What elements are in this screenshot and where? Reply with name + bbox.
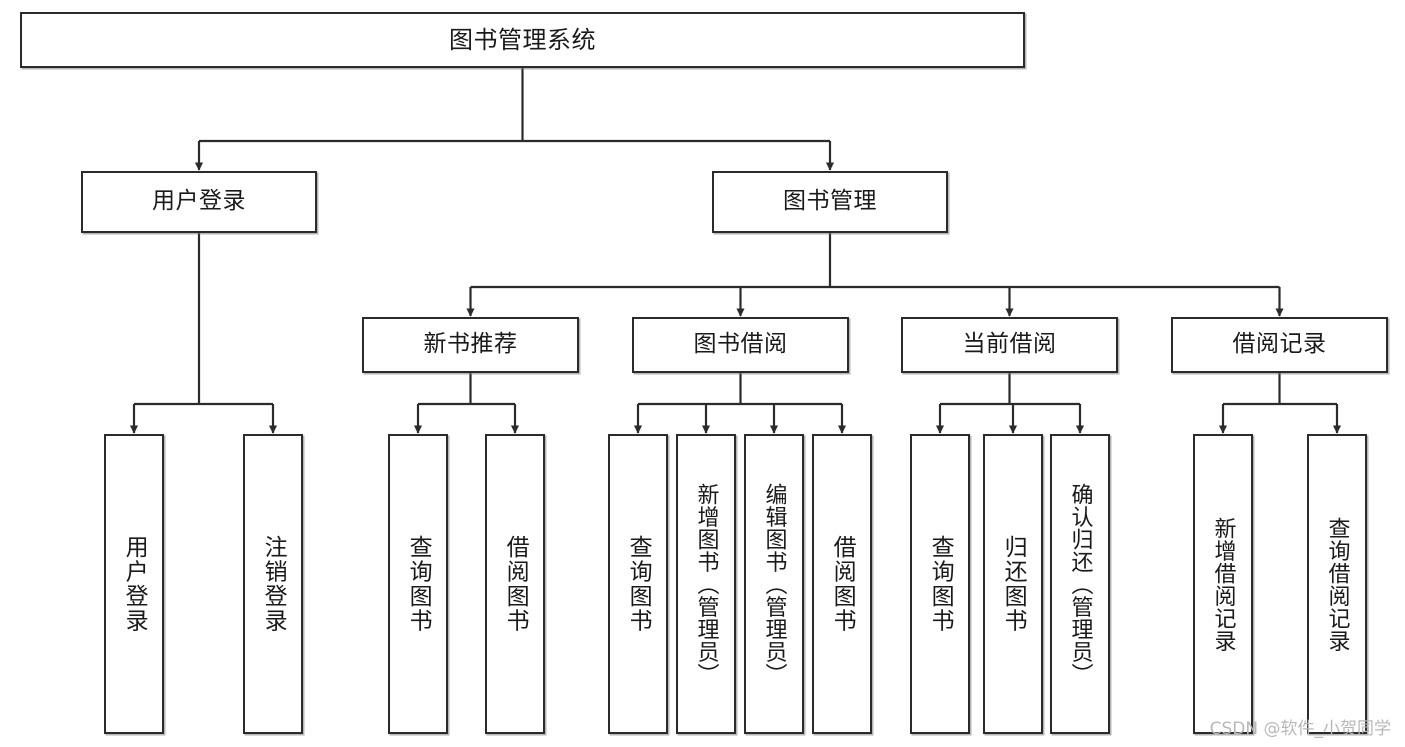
node-label: 确认归还（管理员） <box>1067 482 1093 686</box>
node-label: 借阅图书 <box>502 535 529 633</box>
node-leaf-bb-borrow[interactable]: 借阅图书 <box>812 434 872 734</box>
node-label: 查询图书 <box>625 535 652 633</box>
node-label: 当前借阅 <box>962 331 1057 358</box>
node-label: 图书管理 <box>783 188 877 215</box>
node-label: 图书借阅 <box>693 331 788 358</box>
node-label: 借阅图书 <box>829 535 856 633</box>
node-leaf-rec-borrow[interactable]: 借阅图书 <box>485 434 545 734</box>
node-label: 编辑图书（管理员） <box>761 482 787 686</box>
node-leaf-bb-add[interactable]: 新增图书（管理员） <box>676 434 736 734</box>
node-label: 图书管理系统 <box>449 25 596 54</box>
node-leaf-user-login[interactable]: 用户登录 <box>104 434 164 734</box>
node-leaf-cb-return[interactable]: 归还图书 <box>983 434 1043 734</box>
node-leaf-br-query[interactable]: 查询借阅记录 <box>1307 434 1367 734</box>
node-root[interactable]: 图书管理系统 <box>20 12 1025 68</box>
node-label: 查询图书 <box>927 535 954 633</box>
node-borrow-record[interactable]: 借阅记录 <box>1171 317 1388 373</box>
node-leaf-cb-confirm[interactable]: 确认归还（管理员） <box>1050 434 1110 734</box>
node-leaf-cb-query[interactable]: 查询图书 <box>910 434 970 734</box>
node-label: 借阅记录 <box>1232 331 1327 358</box>
node-leaf-user-logout[interactable]: 注销登录 <box>243 434 303 734</box>
node-label: 新增图书（管理员） <box>693 482 719 686</box>
node-leaf-rec-query[interactable]: 查询图书 <box>388 434 448 734</box>
node-label: 查询图书 <box>405 535 432 633</box>
node-leaf-bb-query[interactable]: 查询图书 <box>608 434 668 734</box>
node-label: 查询借阅记录 <box>1324 516 1350 652</box>
node-label: 新书推荐 <box>423 331 518 358</box>
node-current-borrow[interactable]: 当前借阅 <box>901 317 1118 373</box>
node-new-book-rec[interactable]: 新书推荐 <box>362 317 579 373</box>
node-user-login[interactable]: 用户登录 <box>81 171 317 233</box>
node-label: 新增借阅记录 <box>1210 516 1236 652</box>
watermark: CSDN @软件_小贺同学 <box>1209 719 1391 739</box>
node-label: 归还图书 <box>1000 535 1027 633</box>
node-leaf-bb-edit[interactable]: 编辑图书（管理员） <box>744 434 804 734</box>
node-label: 用户登录 <box>152 188 246 215</box>
node-book-borrow[interactable]: 图书借阅 <box>632 317 849 373</box>
node-label: 注销登录 <box>260 535 287 633</box>
node-label: 用户登录 <box>121 535 148 633</box>
node-book-manage[interactable]: 图书管理 <box>712 171 948 233</box>
node-leaf-br-add[interactable]: 新增借阅记录 <box>1193 434 1253 734</box>
